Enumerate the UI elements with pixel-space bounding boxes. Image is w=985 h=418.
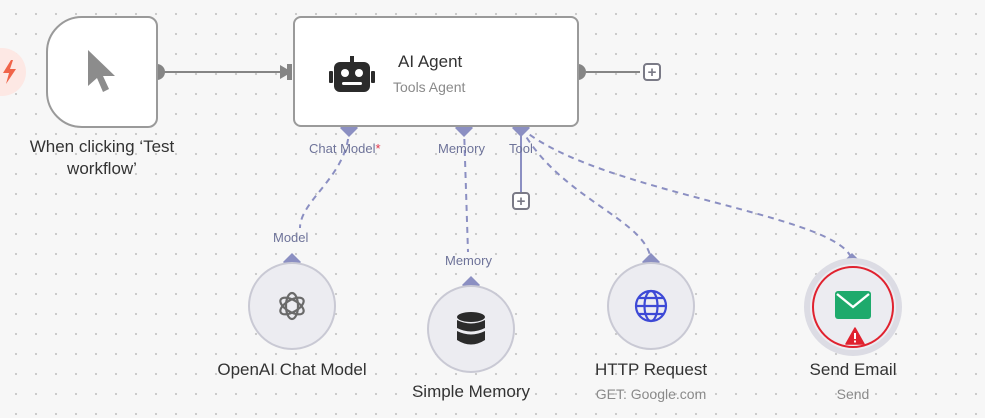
connection-http-request[interactable] [520, 127, 652, 263]
warning-icon[interactable] [845, 327, 865, 345]
globe-icon [634, 289, 668, 323]
http-request-label: HTTP Request [594, 360, 708, 379]
cursor-icon [88, 50, 115, 92]
trigger-label-line2: workflow’ [67, 159, 137, 178]
connection-chat-model[interactable] [299, 127, 350, 229]
agent-title: AI Agent [398, 52, 463, 71]
send-email-subtitle: Send [836, 386, 870, 402]
envelope-icon [835, 291, 871, 319]
send-email-node[interactable] [804, 258, 902, 356]
memory-node-port-label: Memory [445, 253, 492, 268]
openai-chat-model-node[interactable] [248, 262, 336, 350]
chat-model-label-text: Chat Model [309, 141, 376, 156]
add-node-button[interactable]: + [643, 63, 661, 81]
simple-memory-label: Simple Memory [411, 382, 531, 401]
trigger-label: When clicking ‘Test workflow’ [14, 136, 190, 180]
openai-node-label: OpenAI Chat Model [217, 360, 367, 379]
simple-memory-node[interactable] [427, 285, 515, 373]
memory-port-label: Memory [438, 141, 485, 156]
chat-model-port-label: Chat Model* [309, 141, 381, 156]
connection-memory[interactable] [463, 127, 469, 253]
trigger-node[interactable] [46, 16, 158, 128]
tool-port-label: Tool [509, 141, 533, 156]
openai-icon [279, 291, 305, 321]
send-email-label: Send Email [809, 360, 897, 379]
error-ring [812, 266, 894, 348]
add-tool-button[interactable]: + [512, 192, 530, 210]
main-connection-arrow [280, 65, 292, 79]
robot-icon [329, 56, 375, 92]
plus-icon: + [647, 63, 657, 81]
required-marker: * [375, 141, 381, 156]
database-icon [457, 312, 485, 345]
connection-send-email[interactable] [520, 127, 853, 263]
ai-agent-node[interactable]: AI Agent Tools Agent [293, 16, 579, 127]
plus-icon: + [516, 192, 526, 210]
lightning-icon [3, 60, 16, 84]
http-request-subtitle: GET: Google.com [595, 386, 707, 402]
openai-port-label: Model [273, 230, 309, 245]
trigger-label-line1: When clicking ‘Test [29, 137, 175, 156]
http-request-node[interactable] [607, 262, 695, 350]
agent-subtitle: Tools Agent [393, 79, 466, 95]
agent-input-port[interactable] [287, 64, 292, 80]
